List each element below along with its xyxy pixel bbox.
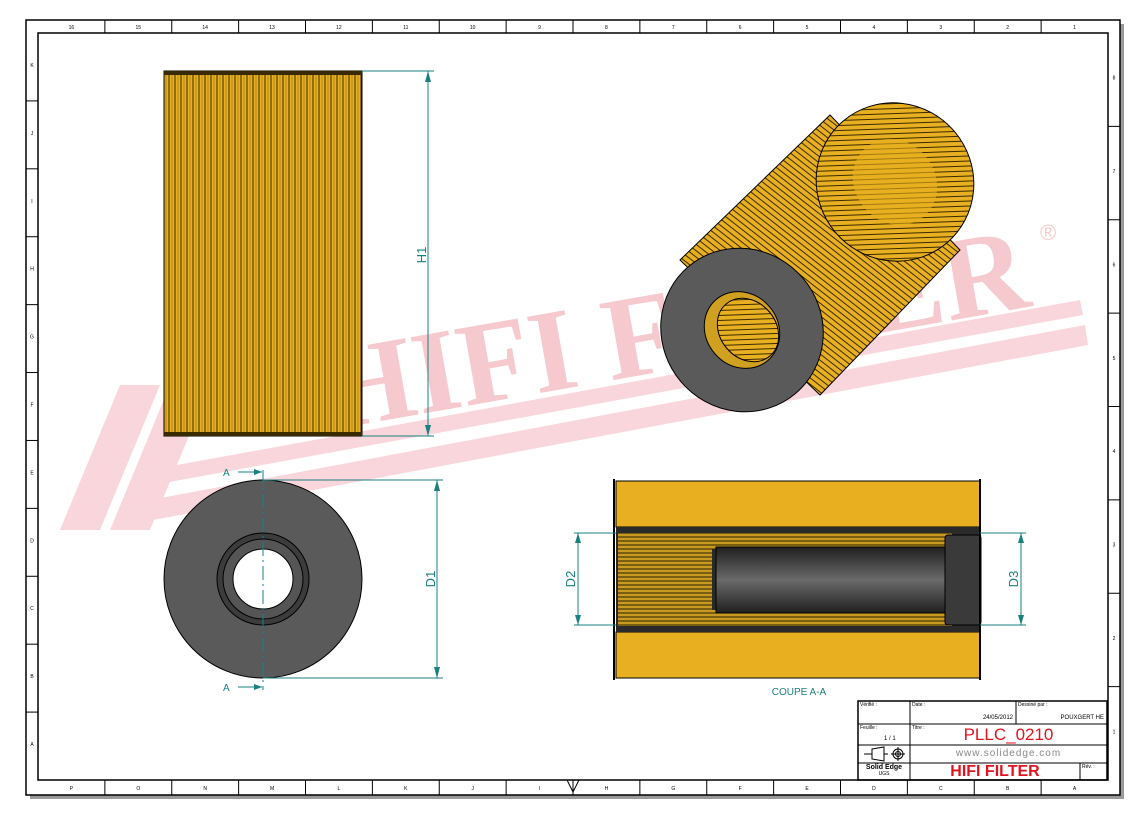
zone-label: C	[939, 786, 943, 792]
zone-label: K	[404, 786, 408, 792]
drawn-by-cell: Dessiné par : POUXGERT HE	[1018, 702, 1104, 721]
zone-label: I	[539, 786, 540, 792]
d2-label: D2	[563, 571, 578, 588]
date-cell: Date : 24/05/2012	[912, 702, 1013, 721]
sheet-value: 1 / 1	[884, 736, 896, 742]
zone-label: 5	[1113, 356, 1116, 362]
side-view: H1	[163, 70, 434, 437]
zone-label: O	[136, 786, 140, 792]
zone-label: B	[30, 674, 34, 680]
d3-label: D3	[1006, 571, 1021, 588]
projection-symbol-icon	[864, 746, 905, 762]
software-name: Solid Edge	[865, 764, 903, 771]
isometric-view	[660, 102, 975, 413]
zone-ticks: 16P15O14N13M12L11K10J9I8H7G6F5E4D3C2B1AK…	[26, 20, 1120, 795]
zone-label: F	[30, 403, 33, 409]
zone-label: 9	[538, 25, 541, 31]
title-cell: Titre : PLLC_0210	[910, 724, 1107, 745]
section-view: D2 D3 COUPE A-A	[563, 479, 1026, 698]
software-cell: Solid Edge UGS	[858, 763, 910, 780]
section-marker-bottom: A	[223, 683, 230, 694]
zone-label: 1	[1073, 25, 1076, 31]
zone-label: 3	[939, 25, 942, 31]
drawing-title: PLLC_0210	[963, 725, 1054, 744]
zone-label: I	[31, 199, 32, 205]
date-value: 24/05/2012	[982, 715, 1013, 721]
drawn-by-value: POUXGERT HE	[1060, 715, 1104, 721]
section-marker-top: A	[223, 468, 230, 479]
zone-label: P	[70, 786, 74, 792]
section-caption: COUPE A-A	[772, 687, 827, 698]
zone-label: 4	[1113, 449, 1116, 455]
company-name: HIFI FILTER	[950, 763, 1040, 780]
zone-label: C	[30, 606, 34, 612]
center-marker-icon	[566, 779, 580, 794]
zone-label: 10	[470, 25, 476, 31]
zone-label: G	[30, 335, 34, 341]
zone-label: 2	[1113, 636, 1116, 642]
zone-label: 11	[403, 25, 408, 31]
zone-label: M	[270, 786, 274, 792]
zone-label: B	[1006, 786, 1010, 792]
zone-label: 12	[336, 25, 342, 31]
zone-label: 8	[1113, 76, 1116, 82]
zone-label: 14	[202, 25, 208, 31]
verified-cell: Vérifié :	[860, 702, 877, 708]
zone-label: 7	[1113, 169, 1116, 175]
website-text: www.solidedge.com	[955, 748, 1062, 759]
zone-label: D	[872, 786, 876, 792]
zone-label: 1	[1113, 729, 1116, 735]
revision-cell: Rév. :	[1082, 764, 1095, 770]
zone-label: 6	[739, 25, 742, 31]
zone-label: K	[30, 63, 34, 69]
zone-label: D	[30, 538, 34, 544]
zone-label: 4	[873, 25, 876, 31]
h1-label: H1	[414, 247, 429, 264]
zone-label: H	[605, 786, 609, 792]
zone-label: 16	[69, 25, 75, 31]
zone-label: 15	[136, 25, 142, 31]
zone-label: 5	[806, 25, 809, 31]
zone-label: 13	[269, 25, 275, 31]
zone-label: 7	[672, 25, 675, 31]
zone-label: H	[30, 267, 34, 273]
zone-label: N	[203, 786, 207, 792]
zone-label: A	[1073, 786, 1077, 792]
d1-label: D1	[423, 571, 438, 588]
zone-label: G	[671, 786, 675, 792]
zone-label: L	[338, 786, 341, 792]
zone-label: J	[471, 786, 474, 792]
zone-label: 3	[1113, 543, 1116, 549]
zone-label: J	[31, 131, 34, 137]
software-sub: UGS	[878, 771, 890, 777]
watermark-registered: ®	[1040, 220, 1056, 245]
zone-label: F	[739, 786, 742, 792]
zone-label: 8	[605, 25, 608, 31]
end-view: D1 A A	[163, 468, 443, 694]
zone-label: E	[805, 786, 809, 792]
zone-label: 6	[1113, 262, 1116, 268]
sheet-cell: Feuille : 1 / 1	[860, 725, 896, 742]
zone-label: E	[30, 470, 34, 476]
zone-label: A	[30, 742, 34, 748]
zone-label: 2	[1006, 25, 1009, 31]
title-block-grid	[857, 700, 1108, 781]
